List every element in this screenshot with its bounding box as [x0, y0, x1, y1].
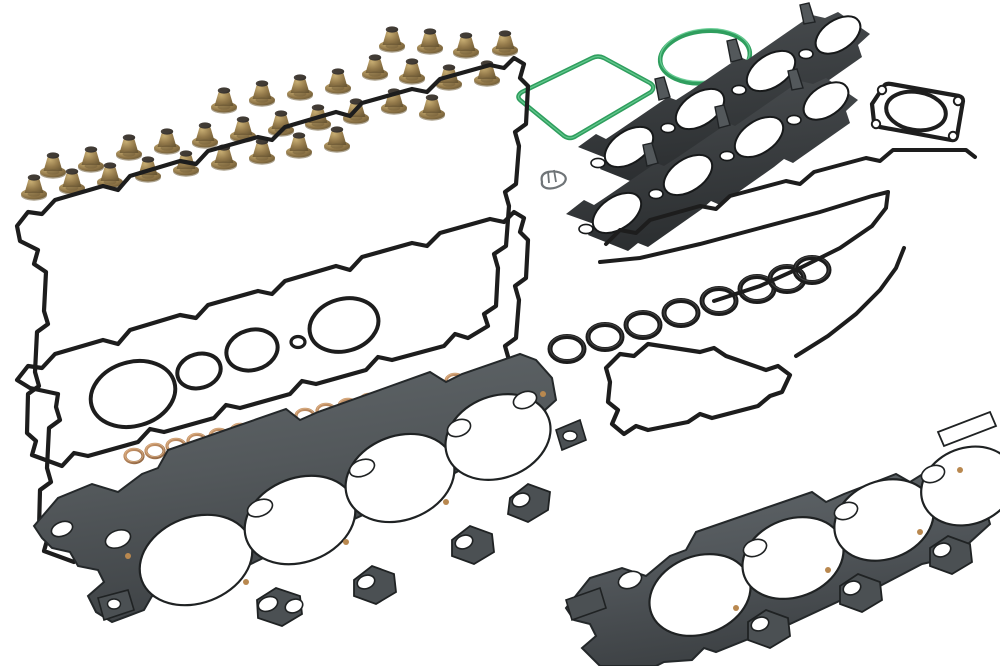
- elring-logo-mark: elring: [848, 536, 1000, 666]
- head-gasket-left: [32, 352, 558, 627]
- retaining-clip: [540, 169, 567, 190]
- intake-manifold-gasket-1: [578, 2, 870, 185]
- valve-cover-gasket-upper: [14, 55, 531, 469]
- throttle-body-gasket: [869, 81, 966, 143]
- timing-cover-strip-1: [604, 148, 977, 246]
- timing-cover-strip-2: [598, 190, 890, 264]
- head-gasket-right: [564, 410, 1000, 666]
- gasket-fragment: [555, 418, 587, 452]
- front-cover-gasket: [603, 341, 793, 437]
- green-rect-gasket: [516, 54, 656, 141]
- timing-cover-strip-3: [712, 190, 890, 303]
- timing-cover-strip-4: [794, 246, 906, 358]
- intake-manifold-gasket-2: [566, 68, 858, 251]
- logo-diamond-outline: [964, 581, 1000, 666]
- brand-logo: elring: [848, 536, 996, 654]
